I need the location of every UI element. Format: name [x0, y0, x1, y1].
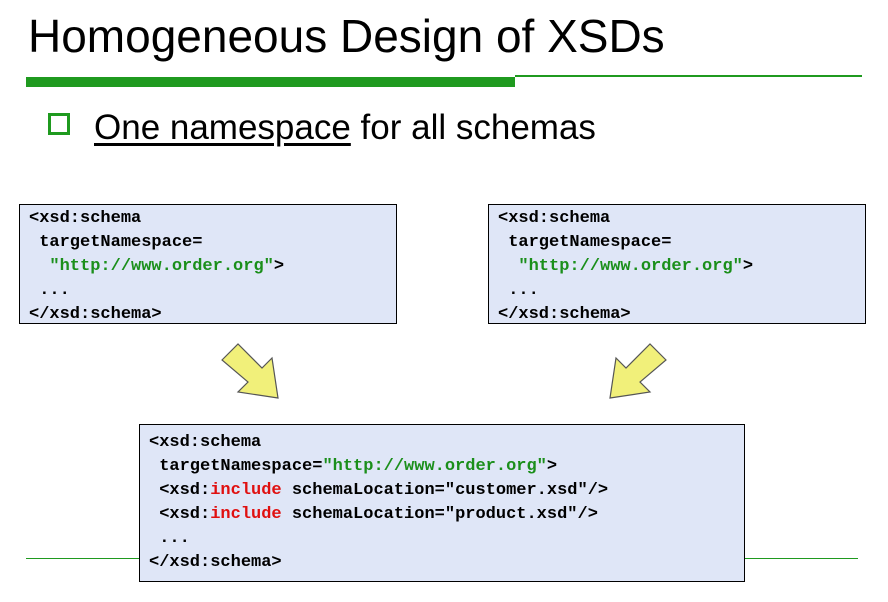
code-line: <xsd:schema [29, 209, 142, 228]
title-rule-thin [515, 75, 862, 77]
code-line-end: > [273, 257, 285, 276]
bullet-rest-text: for all schemas [350, 108, 596, 147]
code-line: <xsd:schema [149, 433, 262, 452]
code-line: <xsd:schema [498, 209, 611, 228]
code-line-indent [498, 257, 518, 276]
arrow-down-left-icon [609, 343, 667, 399]
slide-title: Homogeneous Design of XSDs [28, 10, 665, 62]
code-line-end: schemaLocation="customer.xsd"/> [281, 481, 609, 500]
code-line: targetNamespace= [29, 233, 203, 252]
code-line: </xsd:schema> [29, 305, 162, 324]
title-rule-thick [26, 77, 515, 87]
bullet-underlined-text: One namespace [94, 108, 351, 147]
code-line: ... [498, 281, 539, 300]
code-keyword: include [210, 481, 282, 500]
code-line: <xsd: [149, 481, 211, 500]
code-line: </xsd:schema> [498, 305, 631, 324]
code-line: <xsd: [149, 505, 211, 524]
code-box-left: <xsd:schema targetNamespace= "http://www… [19, 204, 397, 324]
arrow-down-right-icon [221, 343, 279, 399]
code-line: ... [149, 529, 190, 548]
code-line: ... [29, 281, 70, 300]
code-line: </xsd:schema> [149, 553, 282, 572]
code-string: "http://www.order.org" [49, 257, 274, 276]
code-line-end: schemaLocation="product.xsd"/> [281, 505, 598, 524]
code-line-indent [29, 257, 49, 276]
square-bullet-icon [48, 113, 70, 135]
code-box-right: <xsd:schema targetNamespace= "http://www… [488, 204, 866, 324]
bullet-text: One namespace for all schemas [94, 106, 596, 150]
code-line-end: > [546, 457, 558, 476]
code-string: "http://www.order.org" [518, 257, 743, 276]
code-line: targetNamespace= [149, 457, 323, 476]
code-line: targetNamespace= [498, 233, 672, 252]
code-keyword: include [210, 505, 282, 524]
code-string: "http://www.order.org" [322, 457, 547, 476]
code-box-bottom: <xsd:schema targetNamespace="http://www.… [139, 424, 745, 582]
code-line-end: > [742, 257, 754, 276]
